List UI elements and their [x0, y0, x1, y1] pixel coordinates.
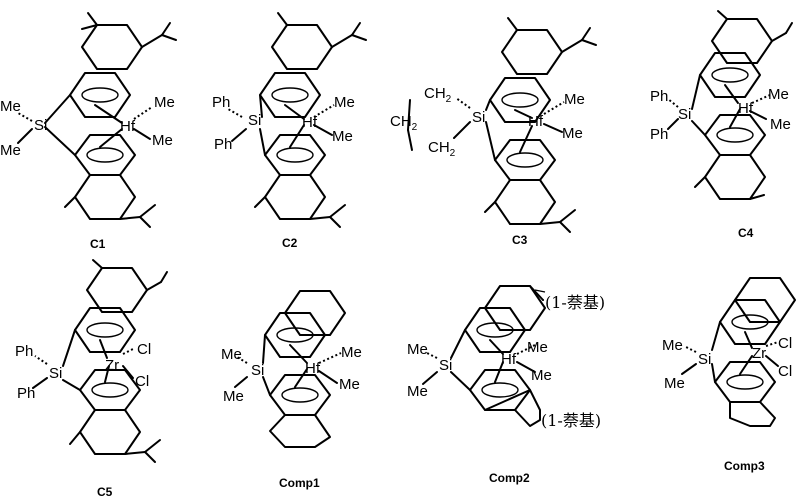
compound-C2: Si Hf Ph Ph Me Me C2	[212, 13, 366, 250]
me-group-label: Me	[341, 344, 362, 361]
compound-C5: Si Zr Ph Ph Cl Cl C5	[15, 260, 167, 499]
si-atom-label: Si	[678, 106, 691, 123]
me-group-label: Me	[562, 125, 583, 142]
si-atom-label: Si	[698, 351, 711, 368]
ph-group-label: Ph	[15, 343, 33, 360]
compound-Comp1: Si Hf Me Me Me Me Comp1	[221, 291, 362, 490]
caption-C2: C2	[282, 236, 298, 250]
si-atom-label: Si	[34, 117, 47, 134]
caption-Comp1: Comp1	[279, 476, 320, 490]
hf-atom-label: Hf	[120, 118, 136, 135]
cl-group-label: Cl	[778, 363, 792, 380]
indenyl-lower-C1	[65, 135, 155, 227]
me-group-label: Me	[531, 367, 552, 384]
caption-C1: C1	[90, 237, 106, 251]
caption-Comp2: Comp2	[489, 471, 530, 485]
cl-group-label: Cl	[778, 335, 792, 352]
compound-C1: Si Hf Me Me Me Me C1	[0, 13, 176, 251]
me-group-label: Me	[662, 337, 683, 354]
zr-atom-label: Zr	[105, 357, 119, 374]
me-group-label: Me	[332, 128, 353, 145]
cl-group-label: Cl	[135, 373, 149, 390]
ph-group-label: Ph	[650, 126, 668, 143]
naphthyl-substituent-bottom: (1-萘基)	[541, 411, 601, 430]
me-group-label: Me	[0, 98, 21, 115]
hf-atom-label: Hf	[528, 113, 544, 130]
hf-atom-label: Hf	[305, 360, 321, 377]
ph-group-label: Ph	[212, 94, 230, 111]
zr-atom-label: Zr	[752, 345, 766, 362]
me-group-label: Me	[527, 339, 548, 356]
si-atom-label: Si	[248, 112, 261, 129]
naphthyl-substituent-top: (1-萘基)	[545, 293, 605, 312]
ch2-group-label: CH2	[424, 85, 452, 105]
si-atom-label: Si	[49, 365, 62, 382]
me-group-label: Me	[154, 94, 175, 111]
ph-group-label: Ph	[214, 136, 232, 153]
ch2-group-label: CH2	[390, 113, 418, 133]
compound-Comp3: Si Zr Me Me Cl Cl Comp3	[662, 278, 795, 473]
caption-Comp3: Comp3	[724, 459, 765, 473]
hf-atom-label: Hf	[738, 100, 754, 117]
me-group-label: Me	[223, 388, 244, 405]
cl-group-label: Cl	[137, 341, 151, 358]
caption-C4: C4	[738, 226, 754, 240]
me-group-label: Me	[339, 376, 360, 393]
me-group-label: Me	[564, 91, 585, 108]
hf-atom-label: Hf	[501, 351, 517, 368]
me-group-label: Me	[664, 375, 685, 392]
me-group-label: Me	[221, 346, 242, 363]
hf-atom-label: Hf	[302, 114, 318, 131]
me-group-label: Me	[152, 132, 173, 149]
compound-Comp2: Si Hf Me Me Me Me (1-萘基) (1-萘基) Comp2	[407, 286, 605, 485]
me-group-label: Me	[770, 116, 791, 133]
me-group-label: Me	[0, 142, 21, 159]
compound-C3: Si Hf CH2 CH2 CH2 Me Me C3	[390, 18, 596, 247]
caption-C3: C3	[512, 233, 528, 247]
si-atom-label: Si	[472, 109, 485, 126]
ph-group-label: Ph	[650, 88, 668, 105]
me-group-label: Me	[407, 383, 428, 400]
ch2-group-label: CH2	[428, 139, 456, 159]
me-group-label: Me	[407, 341, 428, 358]
si-atom-label: Si	[251, 362, 264, 379]
me-group-label: Me	[768, 86, 789, 103]
compound-C4: Si Hf Ph Ph Me Me C4	[650, 11, 792, 240]
caption-C5: C5	[97, 485, 113, 499]
ph-group-label: Ph	[17, 385, 35, 402]
si-atom-label: Si	[439, 357, 452, 374]
me-group-label: Me	[334, 94, 355, 111]
